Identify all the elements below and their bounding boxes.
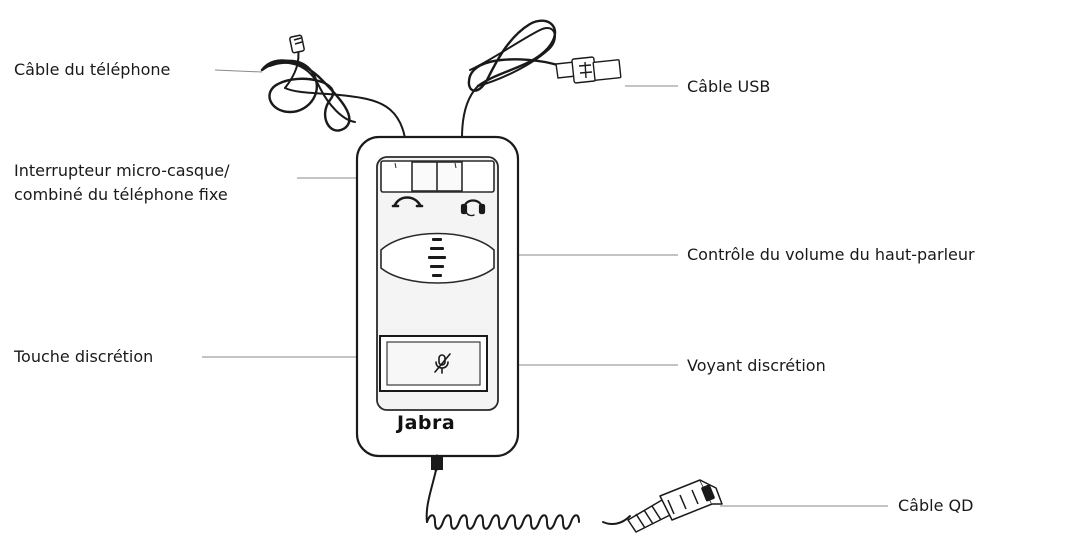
headset-icon	[460, 199, 486, 217]
mute-button	[379, 335, 488, 392]
label-qd-cable: Câble QD	[898, 496, 974, 515]
label-switch-line2: combiné du téléphone fixe	[14, 185, 228, 204]
label-usb-cable: Câble USB	[687, 77, 771, 96]
qd-connector	[627, 479, 723, 533]
label-mute-button: Touche discrétion	[14, 347, 154, 366]
label-phone-cable: Câble du téléphone	[14, 60, 171, 79]
usb-connector	[555, 56, 622, 84]
phone-cable	[260, 47, 406, 139]
leader-phone-cable	[214, 69, 263, 73]
device-brand-logo: Jabra	[397, 412, 456, 434]
mute-microphone-icon	[434, 353, 451, 374]
label-switch-line1: Interrupteur micro-casque/	[14, 161, 230, 180]
headset-handset-switch	[380, 160, 495, 193]
label-mute-light: Voyant discrétion	[687, 356, 826, 375]
handset-icon	[391, 196, 424, 208]
phone-connector	[289, 34, 305, 54]
speaker-volume-control	[380, 232, 495, 284]
qd-cable	[425, 454, 631, 530]
label-speaker-volume: Contrôle du volume du haut-parleur	[687, 245, 975, 264]
usb-cable	[461, 19, 574, 139]
